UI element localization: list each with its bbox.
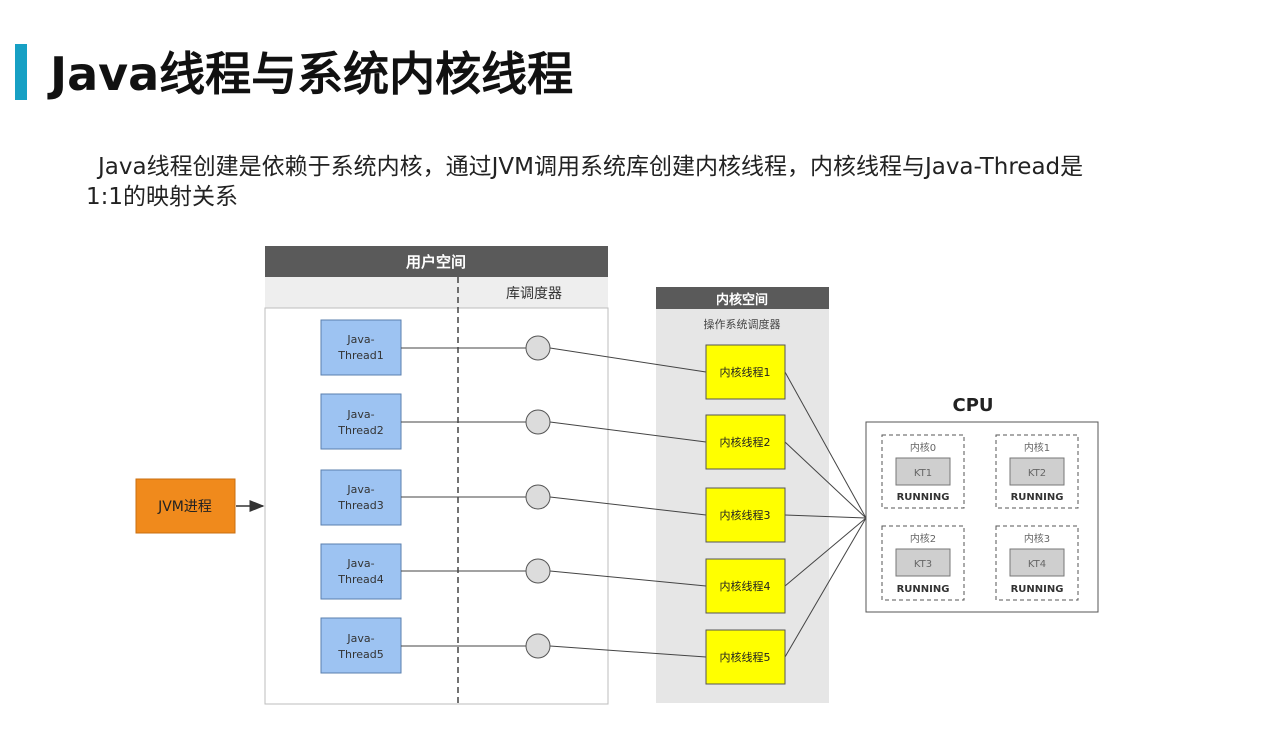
java-thread: Java- Thread3 [320,469,402,526]
java-thread-label-line1: Java- [346,632,374,645]
thread-connectors [401,347,707,658]
core-state: RUNNING [1011,584,1064,595]
user-space-label: 用户空间 [406,253,466,271]
java-thread-box [320,543,402,600]
core-name: 内核2 [910,532,936,545]
description: Java线程创建是依赖于系统内核，通过JVM调用系统库创建内核线程，内核线程与J… [86,152,1257,212]
cpu-box [865,421,1099,613]
description-line-1: Java线程创建是依赖于系统内核，通过JVM调用系统库创建内核线程，内核线程与J… [98,154,1084,180]
java-thread-box [320,617,402,674]
core-kt-label: KT3 [914,559,932,570]
jvm-process-box [135,478,236,534]
title-accent-bar [15,44,27,100]
java-thread-label-line1: Java- [346,557,374,570]
java-thread-label-line2: Thread1 [337,349,383,362]
core-kt-box [895,548,951,577]
core-name: 内核0 [910,441,936,454]
user-space-frame [264,307,609,705]
core-kt-label: KT2 [1028,468,1046,479]
kernel-thread-label: 内核线程5 [720,650,771,664]
core-kt-label: KT1 [914,468,932,479]
lib-scheduler-label: 库调度器 [506,286,562,302]
kernel-thread-label: 内核线程2 [720,435,771,449]
scheduler-node [525,484,551,510]
description-line-2: 1:1的映射关系 [86,184,239,210]
core-kt-label: KT4 [1028,559,1046,570]
java-thread: Java- Thread2 [320,393,402,450]
scheduler-node [525,558,551,584]
cpu-core [995,434,1079,509]
java-thread-label-line2: Thread3 [337,499,383,512]
scheduler-node [525,335,551,361]
java-thread-box [320,469,402,526]
cpu-core [881,434,965,509]
kernel-to-cpu-lines [784,371,867,658]
page-title: Java线程与系统内核线程 [50,47,574,101]
scheduler-node [525,409,551,435]
cpu-core [995,525,1079,601]
kernel-space-label: 内核空间 [716,292,768,308]
java-thread: Java- Thread4 [320,543,402,600]
core-state: RUNNING [1011,492,1064,503]
java-thread-label-line1: Java- [346,333,374,346]
java-thread-label-line2: Thread5 [337,648,383,661]
java-thread: Java- Thread5 [320,617,402,674]
kernel-thread-label: 内核线程3 [720,508,771,522]
java-thread-label-line2: Thread2 [337,424,383,437]
kernel-thread-box [705,414,786,470]
scheduler-node [525,633,551,659]
kernel-thread-box [705,629,786,685]
kernel-space-header [656,287,829,309]
kernel-thread-label: 内核线程4 [720,579,771,593]
core-name: 内核1 [1024,441,1050,454]
kernel-thread-label: 内核线程1 [720,365,771,379]
java-thread-box [320,319,402,376]
core-name: 内核3 [1024,532,1050,545]
user-space-header [265,246,608,277]
kernel-thread-box [705,558,786,614]
core-kt-box [1009,548,1065,577]
java-thread-label-line1: Java- [346,408,374,421]
lib-scheduler-band [265,277,608,308]
core-state: RUNNING [897,492,950,503]
core-state: RUNNING [897,584,950,595]
java-thread-box [320,393,402,450]
cpu-label: CPU [952,395,993,416]
java-thread: Java- Thread1 [320,319,402,376]
os-scheduler-label: 操作系统调度器 [704,317,781,331]
kernel-thread-box [705,344,786,400]
kernel-thread-box [705,487,786,543]
core-kt-box [895,457,951,486]
cpu-core [881,525,965,601]
java-thread-label-line1: Java- [346,483,374,496]
jvm-process-label: JVM进程 [157,499,212,515]
java-thread-label-line2: Thread4 [337,573,383,586]
core-kt-box [1009,457,1065,486]
